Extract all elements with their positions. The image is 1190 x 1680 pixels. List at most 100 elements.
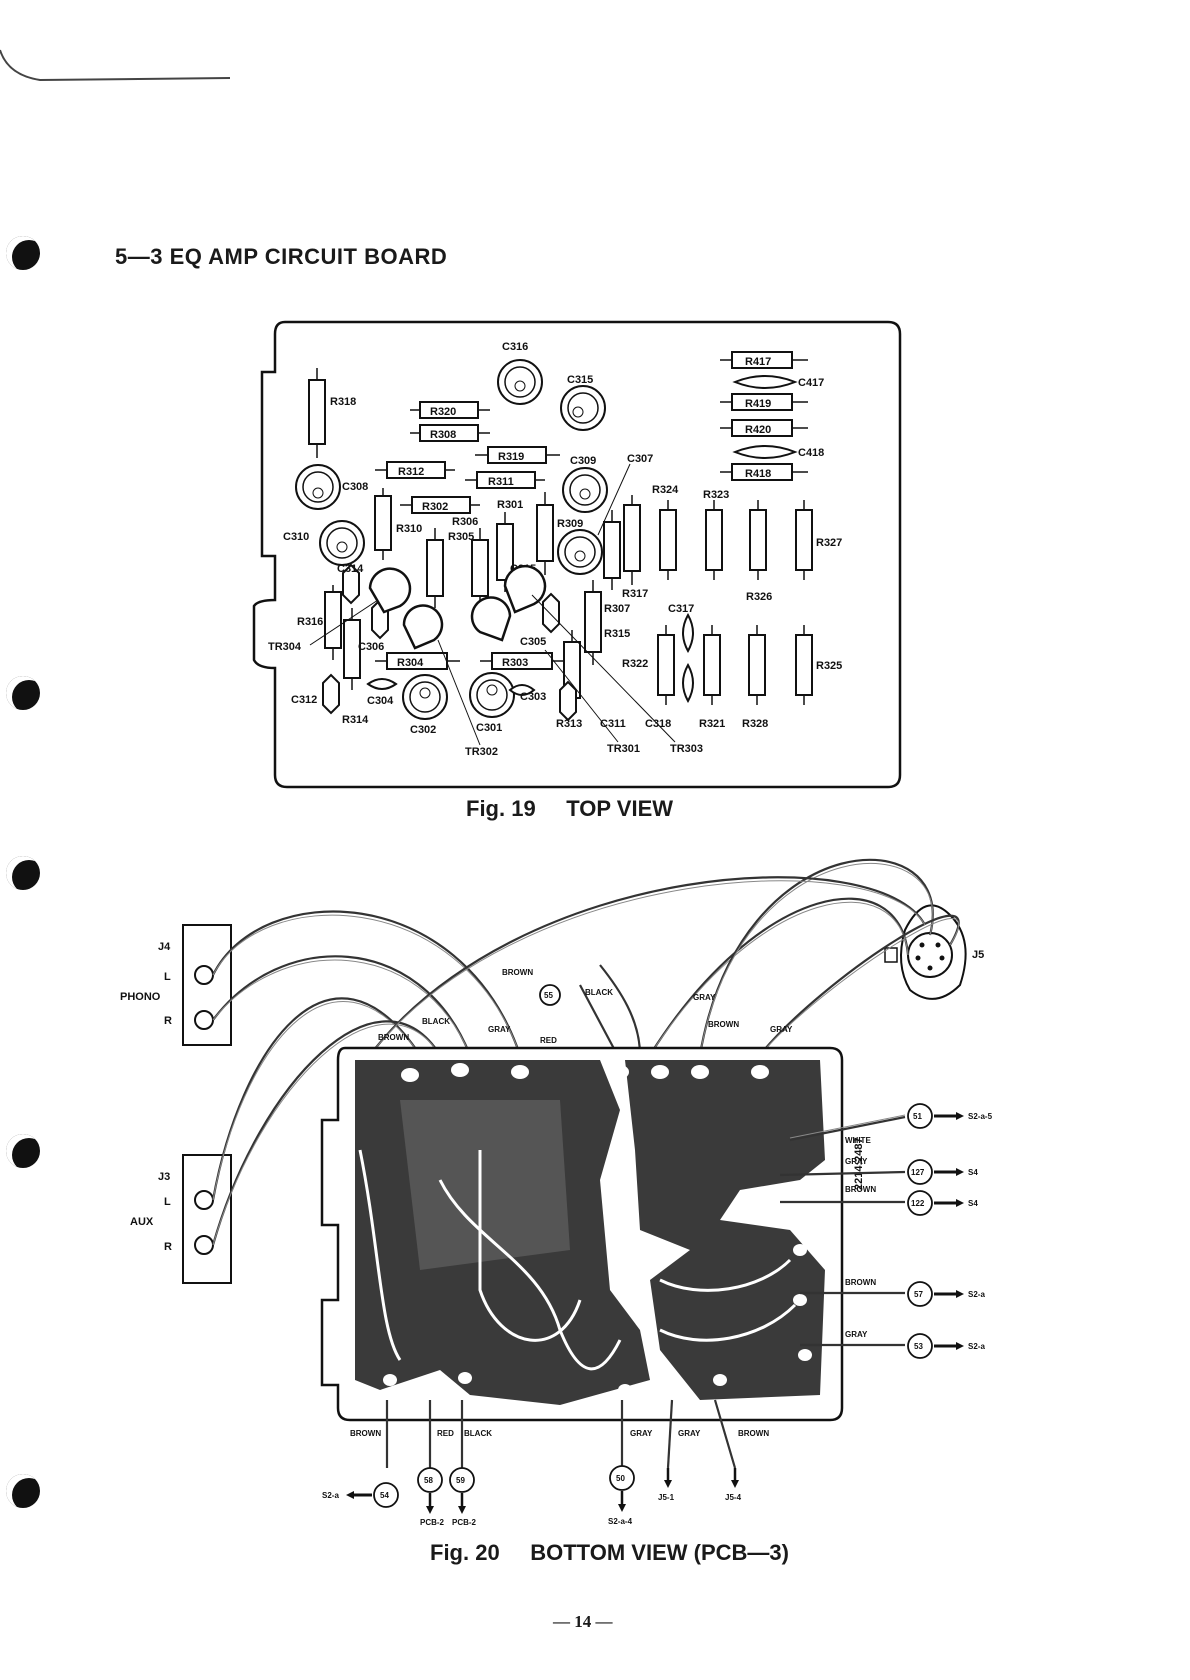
wire-label-brown-r1: BROWN	[845, 1185, 876, 1194]
terminal-122-dest: S4	[968, 1199, 978, 1208]
label-j4-l: L	[164, 971, 171, 983]
binder-hole	[6, 236, 40, 270]
label-r325: R325	[816, 660, 842, 672]
label-r316: R316	[297, 616, 323, 628]
label-r313: R313	[556, 718, 582, 730]
wire-label-gray-b1: GRAY	[630, 1429, 653, 1438]
wire-label-gray-left: GRAY	[488, 1025, 511, 1034]
capacitor-c317: C317	[668, 603, 694, 654]
binder-hole	[6, 1134, 40, 1168]
resistor-r418: R418	[720, 463, 808, 481]
label-r327: R327	[816, 537, 842, 549]
terminal-58-dest: PCB-2	[420, 1518, 445, 1527]
label-j4-r: R	[164, 1015, 172, 1027]
label-c302: C302	[410, 724, 436, 736]
label-r312: R312	[398, 466, 424, 478]
resistor-r301: R301	[496, 499, 523, 592]
label-r317: R317	[622, 588, 648, 600]
transistor-tr302: TR302	[402, 604, 498, 758]
label-r322: R322	[622, 658, 648, 670]
label-r315: R315	[604, 628, 630, 640]
label-c316: C316	[502, 341, 528, 353]
capacitor-c417: C417	[732, 375, 824, 389]
capacitor-c304: C304	[366, 678, 398, 707]
resistor-r324: R324	[623, 484, 679, 585]
capacitor-c312: C312	[291, 673, 340, 715]
capacitor-c316: C316	[497, 341, 543, 405]
resistor-r308: R308	[410, 424, 490, 442]
wire-label-gray-r2: GRAY	[845, 1330, 868, 1339]
terminal-59-num: 59	[456, 1476, 465, 1485]
label-r319: R319	[498, 451, 524, 463]
label-c304: C304	[367, 695, 394, 707]
terminal-57-dest: S2-a	[968, 1290, 985, 1299]
resistor-r310: R310	[374, 488, 422, 560]
resistor-r319: R319	[475, 446, 560, 464]
fig19-caption: Fig. 19 TOP VIEW	[466, 796, 674, 821]
label-r310: R310	[396, 523, 422, 535]
scan-edge-mark	[0, 49, 231, 82]
label-c314: C314	[337, 563, 364, 575]
label-r417: R417	[745, 356, 771, 368]
terminal-50-dest: S2-a-4	[608, 1517, 633, 1526]
resistor-r417: R417	[720, 351, 808, 369]
wire-label-gray-b2: GRAY	[678, 1429, 701, 1438]
label-c312: C312	[291, 694, 317, 706]
label-r302: R302	[422, 501, 448, 513]
page-number: — 14 —	[553, 1612, 613, 1631]
label-c308: C308	[342, 481, 368, 493]
terminal-59-dest: PCB-2	[452, 1518, 477, 1527]
wire-harness	[211, 858, 960, 1246]
label-tr302: TR302	[465, 746, 498, 758]
resistor-r317: R317	[603, 510, 648, 600]
resistor-r309: R309	[536, 492, 583, 575]
resistor-r328: R328	[742, 625, 768, 730]
resistor-r305: R305	[426, 528, 474, 608]
terminal-57-num: 57	[914, 1290, 923, 1299]
binder-hole	[6, 676, 40, 710]
section-title: 5—3 EQ AMP CIRCUIT BOARD	[115, 244, 448, 269]
capacitor-c302: C302	[402, 674, 448, 736]
label-c417: C417	[798, 377, 824, 389]
board-stamp: 2214:2487	[853, 1137, 865, 1190]
capacitor-c303: C303	[508, 684, 546, 703]
capacitor-c311: C311	[559, 680, 626, 730]
resistor-r318: R318	[308, 368, 356, 458]
capacitor-c309: C309	[562, 455, 608, 513]
j5-pin-1-label: J5-1	[658, 1493, 675, 1502]
wire-label-brown-b1: BROWN	[350, 1429, 381, 1438]
terminal-53-num: 53	[914, 1342, 923, 1351]
label-r307: R307	[604, 603, 630, 615]
label-j3: J3	[158, 1171, 170, 1183]
terminal-55-num: 55	[544, 991, 553, 1000]
terminal-57: 57 S2-a	[907, 1281, 985, 1307]
capacitor-c307: C307	[557, 453, 653, 575]
label-j4: J4	[158, 941, 171, 953]
label-r301: R301	[497, 499, 523, 511]
transistor-tr304: TR304	[268, 567, 412, 653]
capacitor-c308: C308	[295, 464, 368, 510]
wire-label-black-top: BLACK	[585, 988, 613, 997]
terminal-54-dest: S2-a	[322, 1491, 339, 1500]
label-tr301: TR301	[607, 743, 640, 755]
label-phono: PHONO	[120, 991, 161, 1003]
wire-label-gray-r1: GRAY	[845, 1157, 868, 1166]
bottom-leads	[385, 1399, 737, 1469]
transistor-tr303: TR303	[503, 564, 703, 755]
fig20-caption: Fig. 20 BOTTOM VIEW (PCB—3)	[430, 1540, 789, 1565]
label-tr303: TR303	[670, 743, 703, 755]
resistor-r325: R325	[795, 625, 842, 705]
wire-label-brown-r2: BROWN	[845, 1278, 876, 1287]
resistor-r303: R303	[480, 652, 565, 670]
capacitor-c301: C301	[469, 672, 515, 734]
wire-label-red-b: RED	[437, 1429, 454, 1438]
right-leads	[779, 1114, 906, 1347]
resistor-r322: R322	[622, 625, 675, 705]
terminal-53-dest: S2-a	[968, 1342, 985, 1351]
